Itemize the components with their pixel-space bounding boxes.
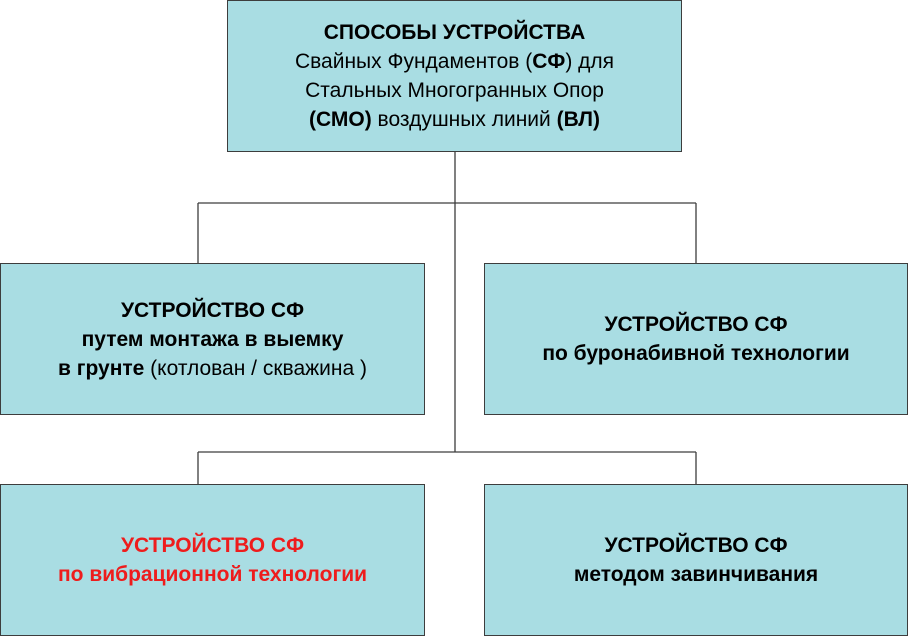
root-box: СПОСОБЫ УСТРОЙСТВА Свайных Фундаментов (… (227, 0, 682, 152)
screw-title: УСТРОЙСТВО СФ (604, 534, 788, 557)
root-line-4: (СМО) воздушных линий (ВЛ) (309, 105, 600, 134)
root-line-2-abbr: СФ (532, 50, 566, 73)
bored-line-2: по буронабивной технологии (542, 342, 850, 365)
vibro-title: УСТРОЙСТВО СФ (120, 534, 305, 557)
screw-line-2: методом завинчивания (573, 563, 819, 586)
mount-title: УСТРОЙСТВО СФ (120, 298, 305, 322)
root-line-3: Стальных Многогранных Опор (305, 79, 604, 102)
mount-method-box: УСТРОЙСТВО СФ путем монтажа в выемку в г… (0, 263, 425, 415)
bored-title: УСТРОЙСТВО СФ (604, 313, 788, 336)
mount-line-3-a: в грунте (57, 356, 145, 380)
root-line-4-abbr-smo: (СМО) (309, 108, 372, 131)
mount-line-3: в грунте (котлован / скважина ) (58, 354, 367, 383)
root-line-4-b: воздушных линий (371, 108, 557, 131)
vibro-method-box: УСТРОЙСТВО СФ по вибрационной технологии (0, 484, 425, 636)
root-line-2: Свайных Фундаментов (СФ) для (295, 47, 614, 76)
root-line-2-c: ) для (565, 50, 615, 73)
screw-method-box: УСТРОЙСТВО СФ методом завинчивания (484, 484, 908, 636)
root-line-2-a: Свайных Фундаментов ( (294, 50, 533, 73)
vibro-line-2: по вибрационной технологии (57, 563, 368, 586)
mount-line-2: путем монтажа в выемку (81, 327, 344, 351)
bored-method-box: УСТРОЙСТВО СФ по буронабивной технологии (484, 263, 908, 415)
root-line-4-abbr-vl: (ВЛ) (556, 108, 600, 131)
mount-line-3-b: (котлован / скважина ) (144, 356, 368, 380)
root-title: СПОСОБЫ УСТРОЙСТВА (323, 21, 586, 44)
